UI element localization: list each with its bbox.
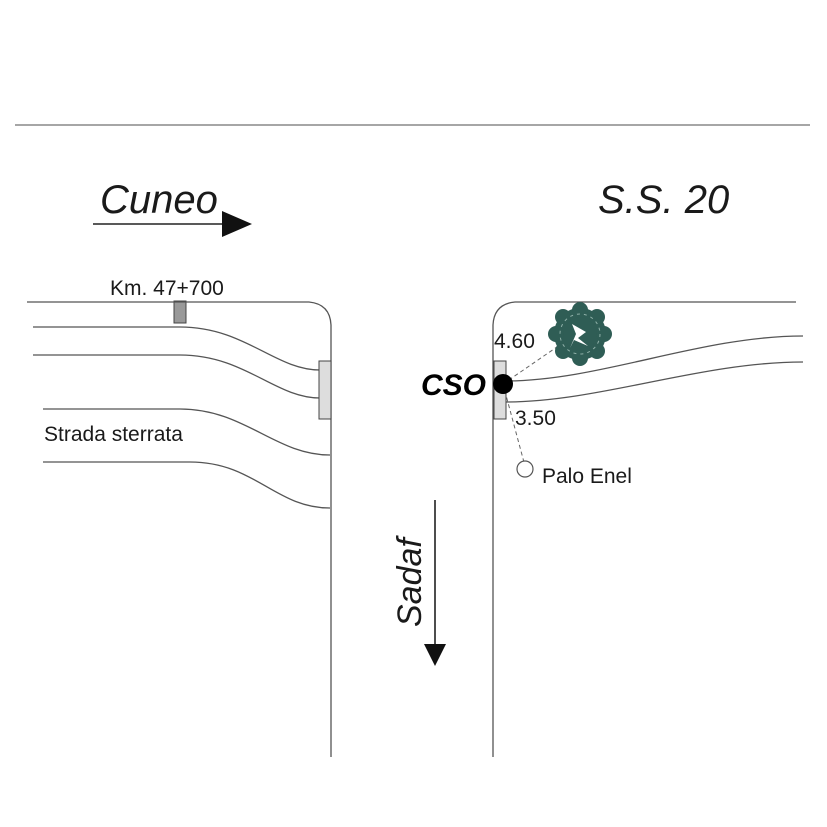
left-sign — [318, 360, 332, 420]
left-road-line-2 — [33, 354, 321, 399]
left-road-edge-top — [27, 301, 332, 757]
right-road-line-1 — [504, 335, 804, 382]
pole-label: Palo Enel — [542, 465, 632, 488]
distance-pole-label: 3.50 — [515, 407, 556, 430]
road-name-label: S.S. 20 — [598, 178, 729, 222]
dirt-road-line-2 — [43, 461, 331, 509]
direction-down-arrow-head — [424, 644, 446, 666]
right-road-line-2 — [504, 361, 804, 403]
dirt-road-line-1 — [43, 408, 331, 456]
direction-left-label: Cuneo — [100, 178, 218, 222]
right-road-edge-top — [492, 301, 796, 757]
direction-down-label: Sadaf — [391, 535, 429, 627]
distance-tree-label: 4.60 — [494, 330, 535, 353]
left-road-line-1 — [33, 326, 321, 371]
pole-icon — [516, 460, 534, 478]
tree-icon — [548, 302, 612, 366]
km-marker — [173, 300, 187, 324]
direction-left-arrow-head — [222, 211, 252, 237]
distance-pole-line — [502, 383, 526, 467]
km-marker-label: Km. 47+700 — [110, 277, 224, 300]
station-dot-icon — [493, 374, 513, 394]
station-code-label: CSO — [421, 369, 486, 402]
dirt-road-label: Strada sterrata — [44, 423, 183, 446]
